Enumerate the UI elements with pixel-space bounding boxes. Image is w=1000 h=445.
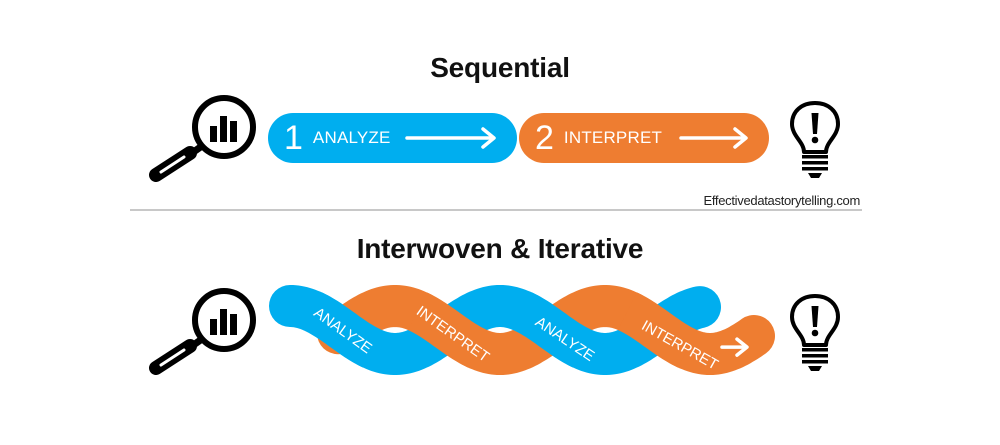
- interpret-band-over: [408, 292, 487, 368]
- analyze-band-over: [513, 292, 592, 368]
- magnifier-bar-chart-icon: [149, 95, 256, 182]
- interpret-band-over: [618, 292, 697, 368]
- step-number: 1: [284, 119, 303, 157]
- step-label: INTERPRET: [563, 128, 663, 147]
- lightbulb-exclamation-icon: [790, 101, 840, 178]
- section-divider: [130, 209, 862, 211]
- sequential-title: Sequential: [430, 52, 570, 83]
- arrow-right-icon: [405, 127, 496, 149]
- step-label: ANALYZE: [312, 128, 391, 147]
- credit-text: Effectivedatastorytelling.com: [703, 193, 860, 208]
- step-analyze-pill: 1 ANALYZE: [268, 113, 517, 163]
- arrow-right-icon: [679, 127, 748, 149]
- interwoven-title: Interwoven & Iterative: [356, 233, 644, 264]
- step-interpret-pill: 2 INTERPRET: [519, 113, 769, 163]
- lightbulb-exclamation-icon: [790, 294, 840, 371]
- arrow-right-icon: [720, 337, 749, 357]
- magnifier-bar-chart-icon: [149, 288, 256, 375]
- step-number: 2: [535, 119, 554, 157]
- analyze-band-over: [303, 292, 382, 368]
